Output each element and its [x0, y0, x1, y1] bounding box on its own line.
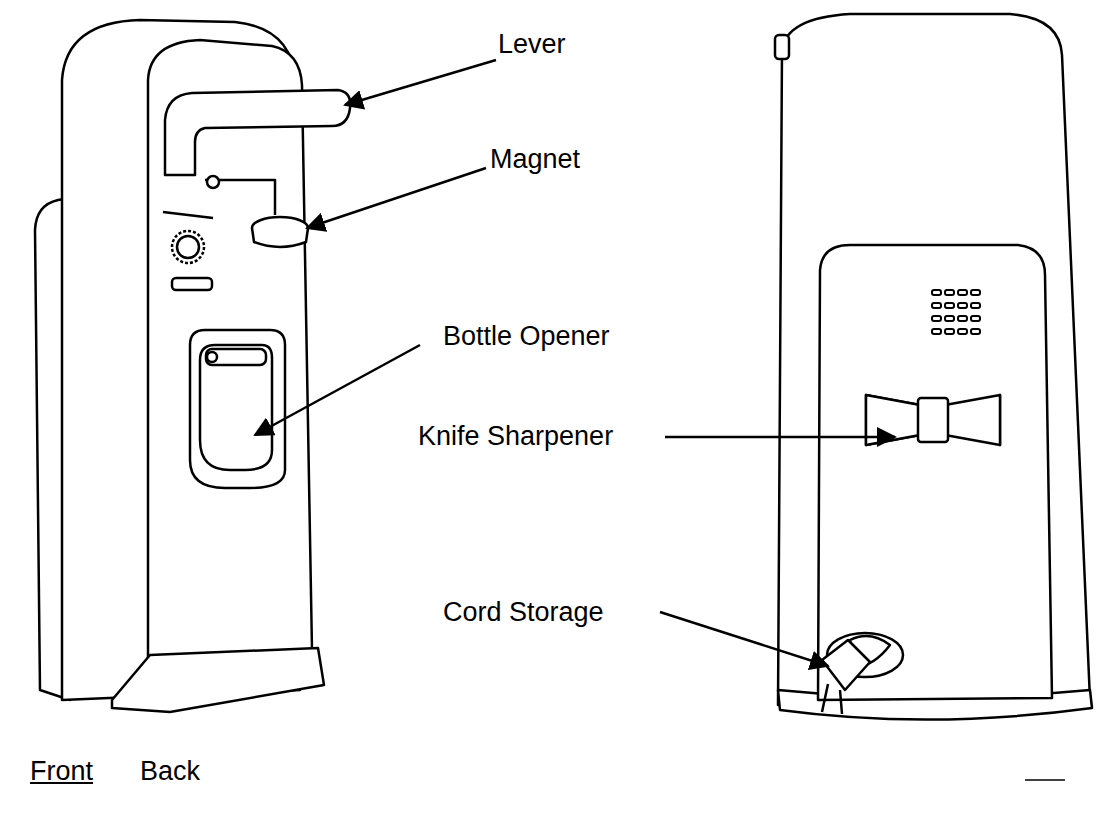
magnet-base [252, 228, 308, 247]
leader-lines [255, 60, 895, 666]
lever-tip [775, 35, 789, 59]
leader-line [660, 612, 828, 666]
sharpener-right [945, 395, 1000, 445]
opener-bar [206, 349, 266, 365]
pivot [207, 176, 219, 188]
part-label: Cord Storage [443, 598, 604, 628]
rear-panel [818, 245, 1052, 700]
leader-line [345, 60, 496, 105]
leader-line [665, 436, 895, 439]
plug [822, 640, 870, 690]
opener-rivet [207, 352, 217, 362]
leader-line [307, 168, 486, 228]
view-label: Front [30, 757, 93, 787]
back-can-opener [775, 14, 1092, 720]
part-label: Lever [498, 30, 566, 60]
slot [172, 278, 212, 290]
bottle-opener-inner [200, 345, 272, 470]
part-label: Bottle Opener [443, 322, 610, 352]
plug-prongs [822, 684, 842, 714]
leader-line [255, 345, 420, 435]
cutting-gear [172, 231, 204, 263]
blade-pin [163, 212, 213, 218]
bottle-opener-recess [190, 330, 285, 488]
sharpener-slot [918, 398, 948, 442]
view-label: Back [140, 757, 200, 787]
gear-hub [177, 236, 199, 258]
front-can-opener [35, 20, 350, 712]
blank-line [1025, 779, 1065, 781]
rear-body [778, 14, 1090, 705]
vents [932, 290, 980, 334]
part-label: Knife Sharpener [418, 422, 613, 452]
base [112, 648, 324, 712]
lever [165, 90, 350, 175]
part-label: Magnet [490, 145, 580, 175]
